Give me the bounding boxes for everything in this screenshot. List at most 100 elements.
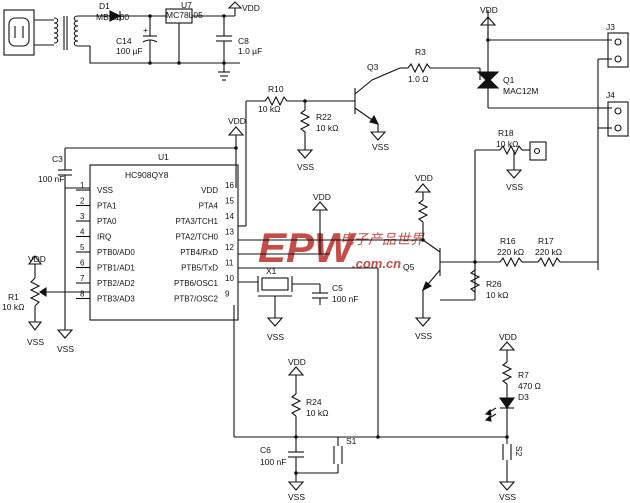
u1-pin-number: 4 [80, 228, 85, 237]
watermark-logo: EPW [258, 224, 357, 271]
svg-text:VSS: VSS [57, 344, 74, 354]
u1-pin-number: 16 [225, 181, 234, 190]
led-d3: D3 [484, 392, 529, 422]
r10-value: 10 kΩ [258, 104, 280, 114]
u1-pin-name: PTB3/AD3 [97, 295, 135, 304]
switch-s2: VSS S2 [378, 412, 524, 502]
watermark: EPW 电子产品世界 .com.cn [258, 224, 425, 271]
svg-text:VSS: VSS [506, 182, 523, 192]
j4-ref: J4 [606, 90, 615, 100]
r7-ref: R7 [518, 370, 529, 380]
r18-value: 10 kΩ [496, 139, 518, 149]
svg-text:VSS: VSS [288, 492, 305, 502]
d3-ref: D3 [518, 392, 529, 402]
c6-ref: C6 [260, 445, 271, 455]
svg-text:+: + [143, 25, 148, 35]
capacitor-c8: C8 1.0 µF [216, 14, 262, 65]
svg-text:VSS: VSS [27, 337, 44, 347]
r17-ref: R17 [538, 236, 554, 246]
r22-ref: R22 [316, 112, 332, 122]
resistor-r10: R10 10 kΩ [238, 84, 355, 227]
u1-pin-name: PTA0 [97, 217, 117, 226]
resistor-r26: R26 10 kΩ [440, 262, 508, 301]
u1-pin-number: 9 [225, 290, 230, 299]
q3-ref: Q3 [367, 62, 379, 72]
triac-q1: Q1 MAC12M [476, 10, 538, 108]
q5-ref: Q5 [403, 262, 415, 272]
svg-text:VDD: VDD [28, 254, 46, 264]
r7-value: 470 Ω [518, 381, 541, 391]
switch-s1: S1 [296, 436, 357, 473]
svg-text:VDD: VDD [242, 3, 260, 13]
vss-symbol-u1: VSS [56, 329, 74, 354]
u1-pin-number: 1 [80, 181, 85, 190]
c14-value: 100 µF [116, 46, 143, 56]
u1-pin-number: 12 [225, 243, 234, 252]
vss-symbol-supply [218, 63, 230, 81]
r18-ref: R18 [498, 128, 514, 138]
u1-left-pins: 1VSS2PTA13PTA04IRQ5PTB0/AD06PTB1/AD17PTB… [76, 181, 135, 304]
r10-ref: R10 [268, 84, 284, 94]
u1-pin-number: 2 [80, 197, 85, 206]
u1-pin-number: 11 [225, 259, 234, 268]
capacitor-c5: C5 100 nF [312, 283, 358, 305]
power-transformer [34, 15, 240, 64]
u1-pin-number: 13 [225, 228, 234, 237]
resistor-r7: VDD R7 470 Ω [498, 332, 541, 398]
c8-ref: C8 [238, 36, 249, 46]
s1-ref: S1 [346, 436, 357, 446]
c5-value: 100 nF [332, 294, 358, 304]
x1-ref: X1 [266, 266, 277, 276]
u1-pin-number: 8 [80, 290, 85, 299]
diode-d1: D1 MBR160 [96, 1, 166, 22]
u1-pin-name: PTB2/AD2 [97, 279, 135, 288]
r16-ref: R16 [500, 236, 516, 246]
r1-ref: R1 [8, 292, 19, 302]
resistor-r24: VDD R24 10 kΩ [287, 357, 328, 437]
r26-value: 10 kΩ [486, 290, 508, 300]
svg-text:VDD: VDD [499, 332, 517, 342]
potentiometer-r1: VDD VSS R1 10 kΩ [2, 254, 90, 347]
reset-network [233, 305, 380, 439]
connector-j4: J4 [488, 59, 629, 270]
r26-ref: R26 [486, 279, 502, 289]
q1-ref: Q1 [503, 75, 515, 85]
svg-text:VDD: VDD [313, 192, 331, 202]
vdd-symbol-q5: VDD [414, 173, 433, 242]
c6-value: 100 nF [260, 457, 286, 467]
svg-text:VDD: VDD [288, 357, 306, 367]
u1-pin-name: PTB1/AD1 [97, 264, 135, 273]
resistor-r17: R17 220 kΩ [535, 236, 598, 268]
trimmer-r18: VSS R18 10 kΩ [474, 128, 547, 292]
u1-pin-number: 3 [80, 212, 85, 221]
ac-power-socket [3, 9, 35, 56]
connector-j3: J3 [598, 22, 629, 68]
svg-text:VSS: VSS [415, 331, 432, 341]
u7-part: MC78L05 [166, 10, 203, 20]
u1-pin-name: VSS [97, 186, 113, 195]
s2-ref: S2 [514, 446, 524, 457]
u1-pin-number: 7 [80, 274, 85, 283]
c3-value: 100 nF [38, 174, 64, 184]
u1-pin-name: PTB7/OSC2 [174, 295, 219, 304]
u1-part: HC908QY8 [125, 170, 169, 180]
d1-part: MBR160 [96, 12, 129, 22]
transistor-q3: VSS Q3 [354, 62, 401, 152]
u1-pin-number: 6 [80, 259, 85, 268]
u1-pin-name: VDD [201, 186, 218, 195]
capacitor-c6: VSS C6 100 nF [260, 437, 338, 502]
r24-ref: R24 [306, 397, 322, 407]
resistor-r3: R3 1.0 Ω [400, 47, 480, 84]
mcu-u1: U1 HC908QY8 [89, 152, 239, 321]
svg-text:VSS: VSS [499, 492, 516, 502]
j3-ref: J3 [606, 22, 615, 32]
r3-value: 1.0 Ω [408, 74, 429, 84]
svg-text:VSS: VSS [372, 142, 389, 152]
u7-ref: U7 [181, 0, 192, 10]
u1-pin-name: PTA2/TCH0 [175, 233, 218, 242]
u1-pin-number: 10 [225, 274, 234, 283]
r16-value: 220 kΩ [497, 247, 524, 257]
u1-pin-name: PTB6/OSC1 [174, 279, 219, 288]
r1-value: 10 kΩ [2, 302, 24, 312]
u1-pin-name: IRQ [97, 233, 111, 242]
